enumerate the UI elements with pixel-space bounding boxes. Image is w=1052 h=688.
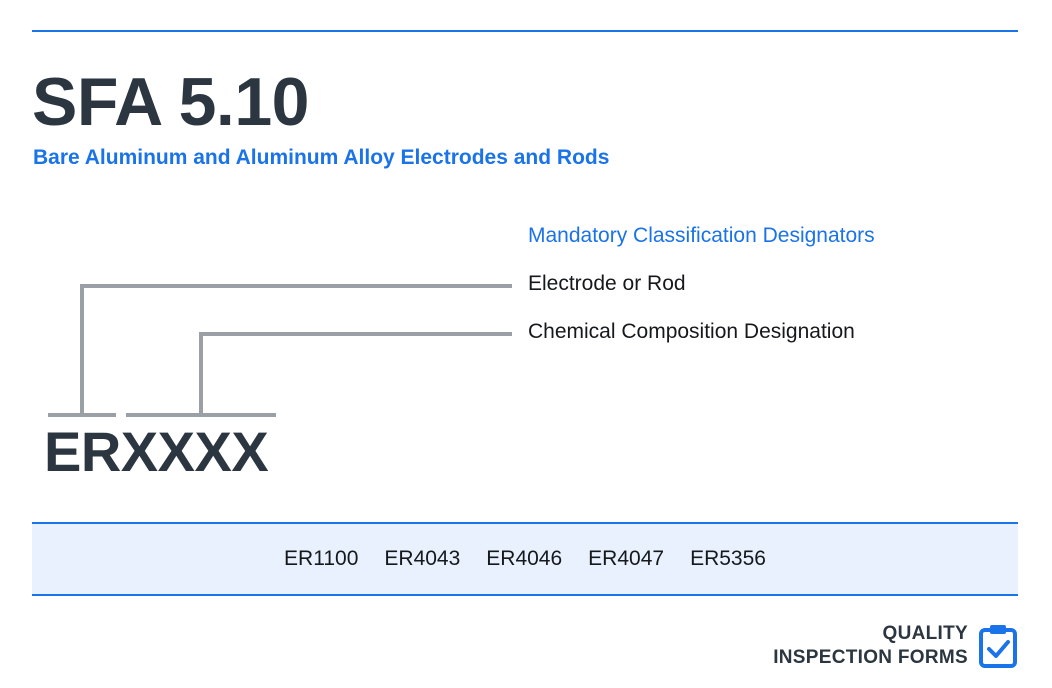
designation-suffix: XXXX [120, 420, 269, 483]
top-divider [32, 30, 1018, 32]
classification-designation: ERXXXX [44, 420, 269, 484]
connector-electrode-or-rod [80, 284, 512, 414]
brand-text: QUALITY INSPECTION FORMS [773, 622, 968, 670]
page-subtitle: Bare Aluminum and Aluminum Alloy Electro… [33, 146, 610, 169]
example-classification: ER4046 [486, 547, 563, 570]
connector-chemical-composition [199, 332, 512, 414]
brand-line-1: QUALITY [882, 623, 968, 644]
example-classification: ER5356 [690, 547, 766, 570]
legend-item-chemical-composition: Chemical Composition Designation [528, 320, 855, 343]
example-classification: ER4043 [384, 547, 461, 570]
designation-prefix: ER [44, 420, 121, 483]
example-classification: ER4047 [588, 547, 665, 570]
clipboard-check-icon [979, 625, 1017, 668]
legend-item-electrode-or-rod: Electrode or Rod [528, 272, 686, 295]
page-title: SFA 5.10 [32, 64, 309, 140]
legend-heading: Mandatory Classification Designators [528, 224, 875, 247]
brand-line-2: INSPECTION FORMS [773, 647, 968, 668]
example-classification: ER1100 [284, 547, 359, 570]
examples-band: ER1100 ER4043 ER4046 ER4047 ER5356 [32, 522, 1018, 596]
brand-logo: QUALITY INSPECTION FORMS [773, 622, 1018, 670]
